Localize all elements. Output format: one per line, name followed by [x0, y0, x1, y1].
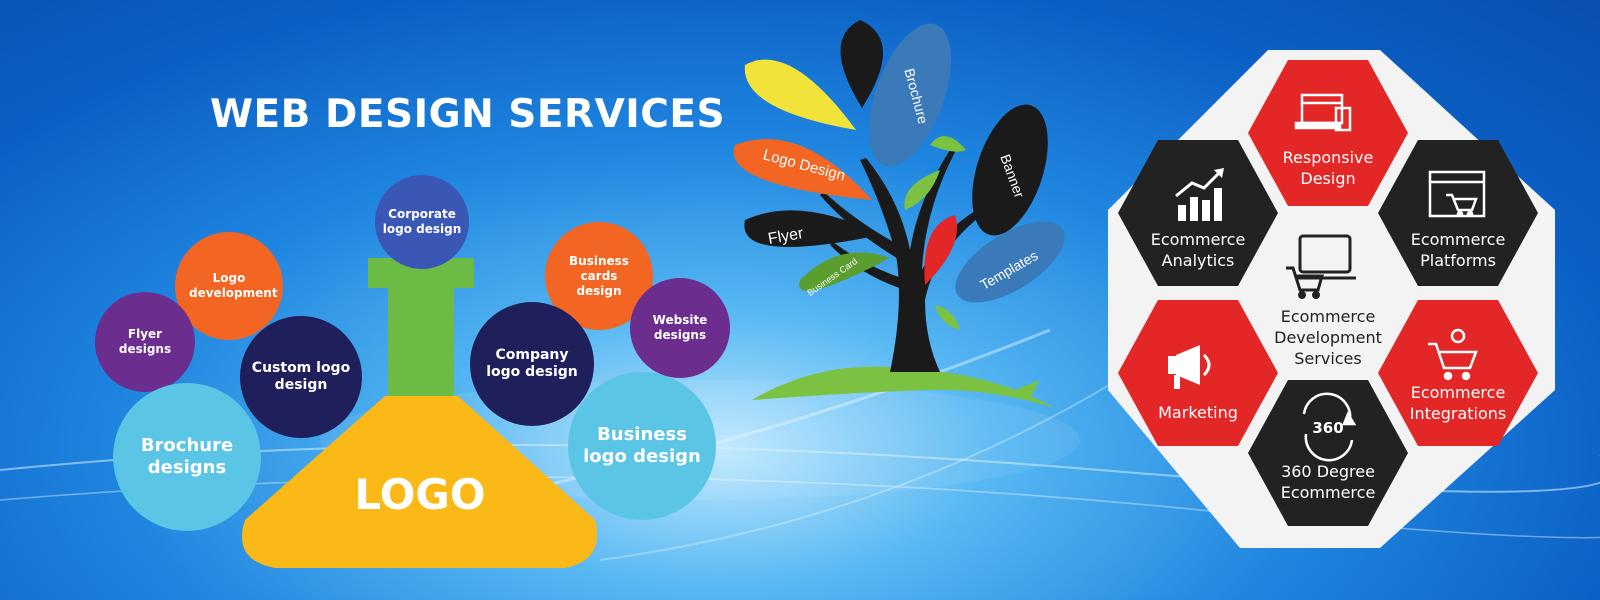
bubble-custom-logo: Custom logo design	[240, 316, 362, 438]
hex-label-responsive: Responsive Design	[1282, 148, 1374, 188]
bubble-business-logo: Business logo design	[568, 372, 716, 520]
tree-trunk	[860, 150, 988, 372]
platforms-icon	[1428, 170, 1486, 218]
bubble-logo-development: Logo development	[175, 232, 283, 340]
hex-label-platforms: Ecommerce Platforms	[1410, 230, 1506, 270]
leaf-logo-design	[733, 139, 872, 200]
bubble-website: Website designs	[630, 278, 730, 378]
leaf-business-card	[799, 252, 890, 291]
leaf-red	[924, 215, 957, 285]
bubble-label: Business logo design	[583, 423, 701, 468]
grass	[752, 366, 1055, 408]
leaf-templates	[955, 221, 1065, 303]
page-title: WEB DESIGN SERVICES	[210, 92, 726, 137]
hex-label-analytics: Ecommerce Analytics	[1150, 230, 1246, 270]
bubble-label: Custom logo design	[251, 359, 351, 394]
bubble-corporate-logo: Corporate logo design	[375, 175, 469, 269]
ecommerce-cart-icon	[1286, 234, 1356, 299]
hex-icon-360-label: 360	[1312, 419, 1344, 437]
leaf-flyer	[744, 210, 880, 247]
leaf-yellow	[744, 59, 856, 130]
flask-neck	[388, 288, 454, 396]
bubble-label: Website designs	[652, 313, 708, 342]
bubble-label: Flyer designs	[118, 327, 172, 356]
degree-360-icon	[1302, 392, 1357, 462]
hex-label-center: Ecommerce Development Services	[1274, 307, 1382, 368]
integrations-icon	[1428, 328, 1478, 381]
leaf-banner	[972, 104, 1048, 236]
analytics-icon	[1175, 168, 1224, 221]
bubble-label: Brochure designs	[140, 434, 234, 479]
flask-body	[241, 396, 597, 568]
hex-label-360: 360 Degree Ecommerce	[1280, 462, 1376, 502]
marketing-icon	[1168, 345, 1211, 389]
bubble-brochure: Brochure designs	[113, 383, 261, 531]
bubble-label: Corporate logo design	[382, 207, 462, 236]
flask-logo-label: LOGO	[354, 470, 486, 519]
responsive-icon	[1294, 93, 1352, 132]
bubble-company-logo: Company logo design	[470, 302, 594, 426]
bubble-label: Logo development	[189, 271, 278, 300]
bubble-flyer: Flyer designs	[95, 292, 195, 392]
hex-label-marketing: Marketing	[1158, 403, 1238, 422]
bubble-label: Company logo design	[486, 346, 578, 381]
bubble-label: Business cards design	[569, 253, 629, 298]
leaf-brochure	[869, 23, 951, 167]
leaf-black-top	[840, 20, 884, 108]
hex-label-integrations: Ecommerce Integrations	[1409, 383, 1507, 423]
